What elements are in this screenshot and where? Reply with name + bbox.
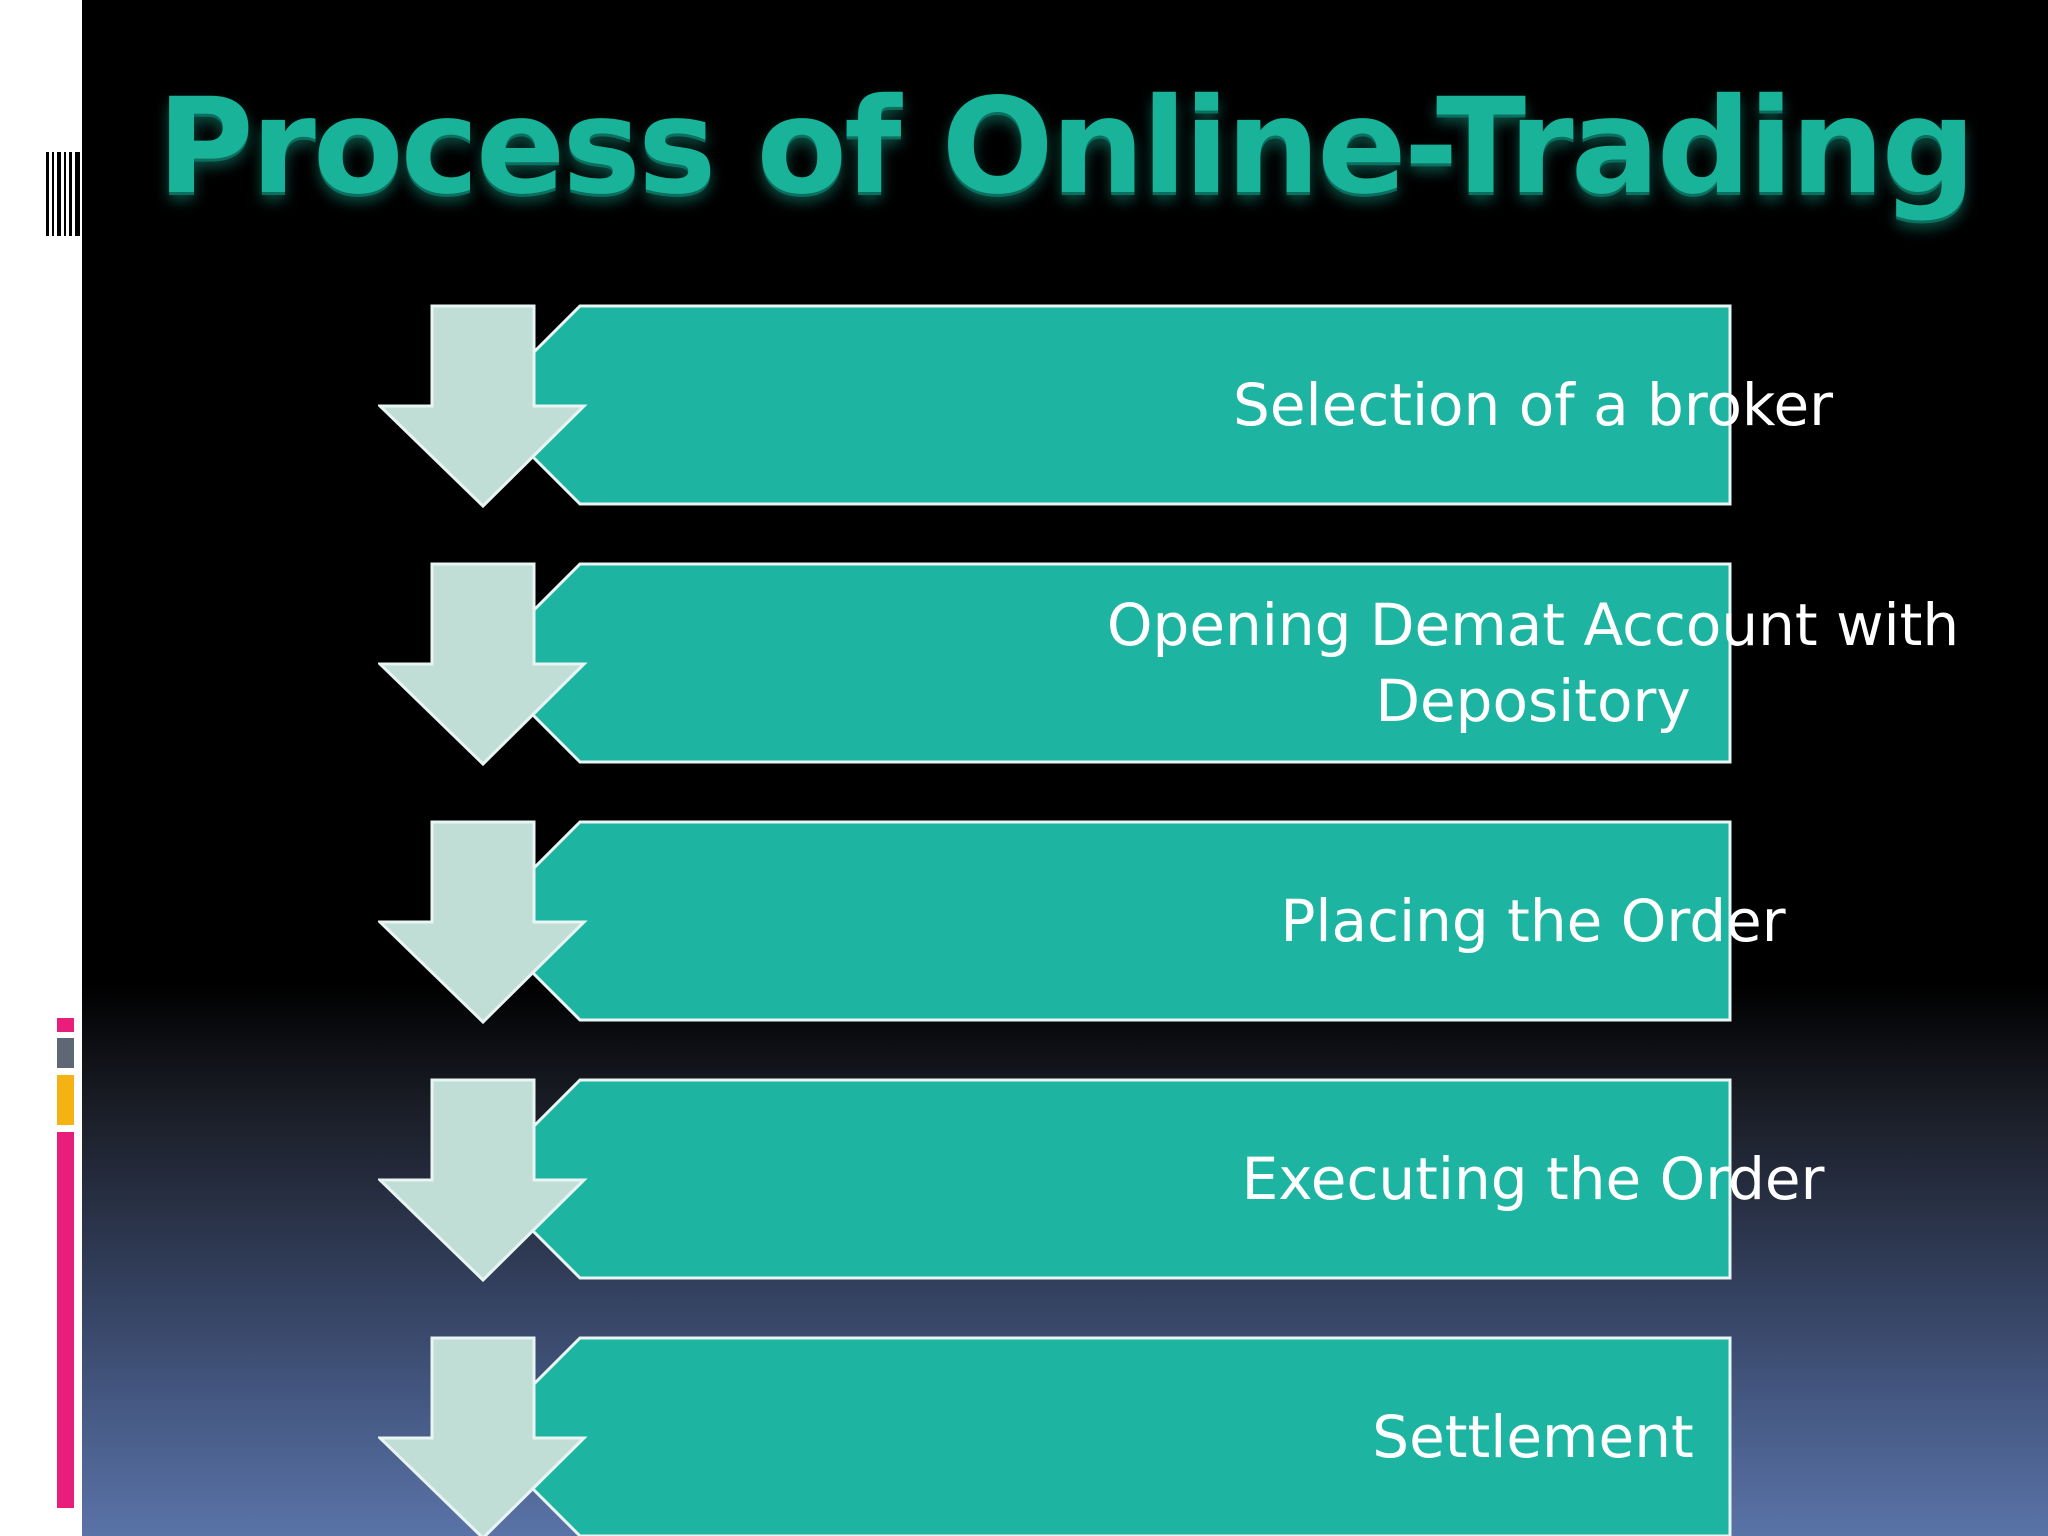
barcode-decoration bbox=[46, 152, 80, 236]
accent-bar-gray bbox=[57, 1038, 74, 1068]
step-label: Placing the Order bbox=[958, 820, 2048, 1022]
step-shapes bbox=[378, 562, 1732, 767]
down-arrow-icon bbox=[378, 820, 588, 1025]
step-label-text: Executing the Order bbox=[1241, 1145, 1825, 1213]
process-step: Settlement bbox=[378, 1336, 1734, 1536]
process-step: Executing the Order bbox=[378, 1078, 1824, 1283]
step-label: Settlement bbox=[958, 1336, 2048, 1536]
accent-bar-orange bbox=[57, 1075, 74, 1125]
down-arrow-icon bbox=[378, 562, 588, 767]
step-shapes bbox=[378, 820, 1732, 1025]
slide-title: Process of Online-Trading bbox=[157, 70, 1976, 224]
down-arrow-icon bbox=[378, 304, 588, 509]
step-label-text: Selection of a broker bbox=[1233, 371, 1833, 439]
step-shapes bbox=[378, 1336, 1732, 1536]
step-label: Opening Demat Account with Depository bbox=[958, 562, 2048, 764]
accent-bar-pink-small bbox=[57, 1018, 74, 1032]
step-label-text: Opening Demat Account with Depository bbox=[1106, 591, 1960, 735]
process-step: Placing the Order bbox=[378, 820, 1786, 1025]
step-label: Selection of a broker bbox=[958, 304, 2048, 506]
process-step: Opening Demat Account with Depository bbox=[378, 562, 1959, 767]
process-step: Selection of a broker bbox=[378, 304, 1833, 509]
step-label-text: Placing the Order bbox=[1280, 887, 1786, 955]
step-shapes bbox=[378, 304, 1732, 509]
down-arrow-icon bbox=[378, 1078, 588, 1283]
step-label-text: Settlement bbox=[1372, 1403, 1694, 1471]
step-shapes bbox=[378, 1078, 1732, 1283]
step-label: Executing the Order bbox=[958, 1078, 2048, 1280]
down-arrow-icon bbox=[378, 1336, 588, 1536]
accent-bar-pink-long bbox=[57, 1132, 74, 1508]
slide-background bbox=[82, 0, 2048, 1536]
